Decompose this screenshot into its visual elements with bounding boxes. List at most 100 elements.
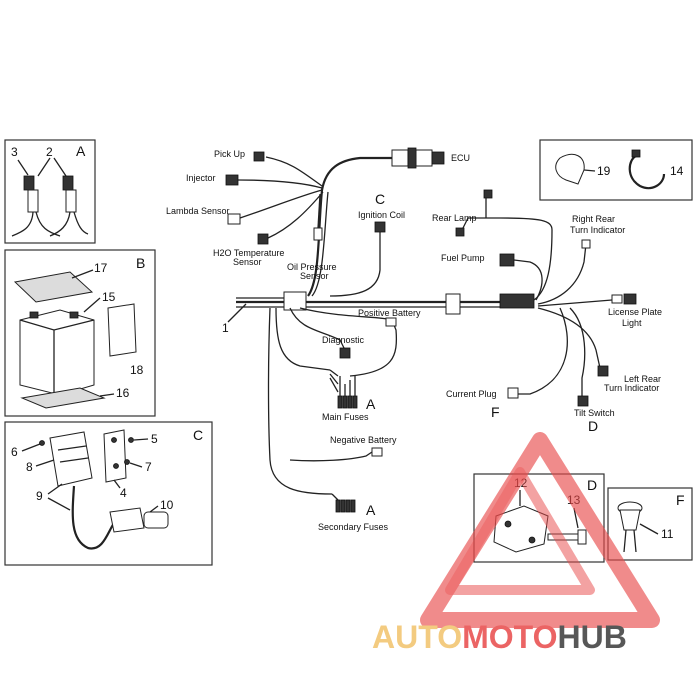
oil-connector-icon: [313, 227, 323, 241]
battery-icon: [19, 309, 95, 396]
battery-cover-plate: [107, 303, 137, 357]
label-rear-lamp: Rear Lamp: [432, 213, 477, 223]
wire-fuses-secondary: [267, 307, 333, 495]
wire-h2o: [267, 191, 324, 239]
num-3: 3: [11, 145, 18, 159]
ignition-coil-connector-icon: [374, 221, 386, 233]
screw-6-icon: [39, 440, 45, 446]
hv-lead: [71, 485, 117, 550]
letter-d-box: D: [587, 477, 597, 493]
main-harness: 1 ECU Pick Up Injector Lambda Sensor H2O…: [166, 147, 662, 532]
label-oil-2: Sensor: [300, 271, 329, 281]
box-d-frame: [473, 473, 605, 563]
label-current-plug: Current Plug: [446, 389, 497, 399]
label-license-1: License Plate: [608, 307, 662, 317]
rubber-boot-icon: [555, 154, 585, 185]
current-plug-connector-icon: [507, 387, 519, 399]
screw-5-icon: [128, 437, 134, 443]
box-a-connectors: A 3 2: [4, 139, 96, 244]
cable-tie-icon: [628, 149, 666, 190]
num-9: 9: [36, 489, 43, 503]
tilt-connector-icon: [577, 395, 589, 407]
label-right-rear-2: Turn Indicator: [570, 225, 625, 235]
license-connector-1: [611, 294, 623, 304]
watermark-part-1: AUTO: [372, 619, 462, 655]
power-socket-icon: [617, 501, 643, 553]
num-6: 6: [11, 445, 18, 459]
letter-d-tilt: D: [588, 418, 598, 434]
wire-current-plug: [518, 307, 568, 395]
letter-b: B: [136, 255, 145, 271]
box-c-frame: [4, 421, 213, 566]
num-16: 16: [116, 386, 130, 400]
letter-a-main: A: [366, 396, 376, 412]
label-main-fuses: Main Fuses: [322, 412, 369, 422]
box-clamp-parts: 19 14: [539, 139, 693, 201]
left-rear-connector-icon: [597, 365, 609, 377]
positive-battery-terminal-icon: [385, 317, 397, 327]
ecu-connector-icon: [391, 147, 445, 169]
wire-fuses-main: [275, 307, 331, 371]
bracket-icon: [103, 429, 127, 483]
box-f-socket: F 11: [607, 487, 693, 561]
license-connector-2: [623, 293, 637, 305]
battery-pad-bottom: [20, 387, 106, 409]
wire-rear-lamp: [468, 217, 553, 301]
wire-lambda: [239, 189, 323, 219]
wire-license: [537, 299, 613, 307]
battery-pad-top: [13, 271, 94, 303]
box-b-frame: [4, 249, 156, 417]
label-diagnostic: Diagnostic: [322, 335, 365, 345]
wire-injector: [237, 179, 323, 189]
label-lambda: Lambda Sensor: [166, 206, 230, 216]
num-15: 15: [102, 290, 116, 304]
watermark-part-2: MOTO: [462, 619, 557, 655]
box-f-frame: [607, 487, 693, 561]
label-pick-up: Pick Up: [214, 149, 245, 159]
letter-f-box: F: [676, 492, 685, 508]
wire-diagnostic: [289, 307, 345, 349]
rear-lamp-connector-1: [483, 189, 493, 199]
right-rear-connector-icon: [581, 239, 591, 249]
label-positive-battery: Positive Battery: [358, 308, 421, 318]
box-clamp-frame: [539, 139, 693, 201]
wire-right-rear: [537, 243, 587, 305]
num-14: 14: [670, 164, 684, 178]
connector-right-icon: [49, 175, 89, 237]
pickup-connector-icon: [253, 151, 265, 162]
letter-f-plug: F: [491, 404, 500, 420]
label-negative-battery: Negative Battery: [330, 435, 397, 445]
box-c-ignition: C 5 7 4 6 8 9 10: [4, 421, 213, 566]
num-5: 5: [151, 432, 158, 446]
watermark-part-3: HUB: [557, 619, 626, 655]
ignition-coil-icon: [49, 431, 93, 487]
label-oil-1: Oil Pressure: [287, 262, 337, 272]
label-ignition-coil: Ignition Coil: [358, 210, 405, 220]
label-ecu: ECU: [451, 153, 470, 163]
injector-connector-icon: [225, 174, 239, 186]
leader-lines: [17, 157, 67, 177]
screw-7-icon: [124, 459, 130, 465]
label-license-2: Light: [622, 318, 642, 328]
harness-clip-1: [283, 291, 307, 311]
watermark-logo: AUTOMOTOHUB: [372, 432, 660, 655]
wire-fuel-pump: [513, 259, 543, 301]
num-7: 7: [145, 460, 152, 474]
watermark-text: AUTOMOTOHUB: [372, 619, 627, 655]
letter-a-top: A: [76, 143, 86, 159]
rear-lamp-connector-2: [455, 227, 465, 237]
num-11: 11: [661, 527, 674, 541]
label-right-rear-1: Right Rear: [572, 214, 615, 224]
box-a-frame: [4, 139, 96, 244]
num-17: 17: [94, 261, 108, 275]
num-8: 8: [26, 460, 33, 474]
tilt-switch-icon: [493, 505, 549, 553]
lambda-connector-icon: [227, 213, 241, 225]
label-left-rear-1: Left Rear: [624, 374, 661, 384]
secondary-fuses-icon: [331, 493, 356, 513]
label-injector: Injector: [186, 173, 216, 183]
label-h2o-2: Sensor: [233, 257, 262, 267]
label-tilt: Tilt Switch: [574, 408, 615, 418]
box-b-battery: B 17 15 18 16: [4, 249, 156, 417]
